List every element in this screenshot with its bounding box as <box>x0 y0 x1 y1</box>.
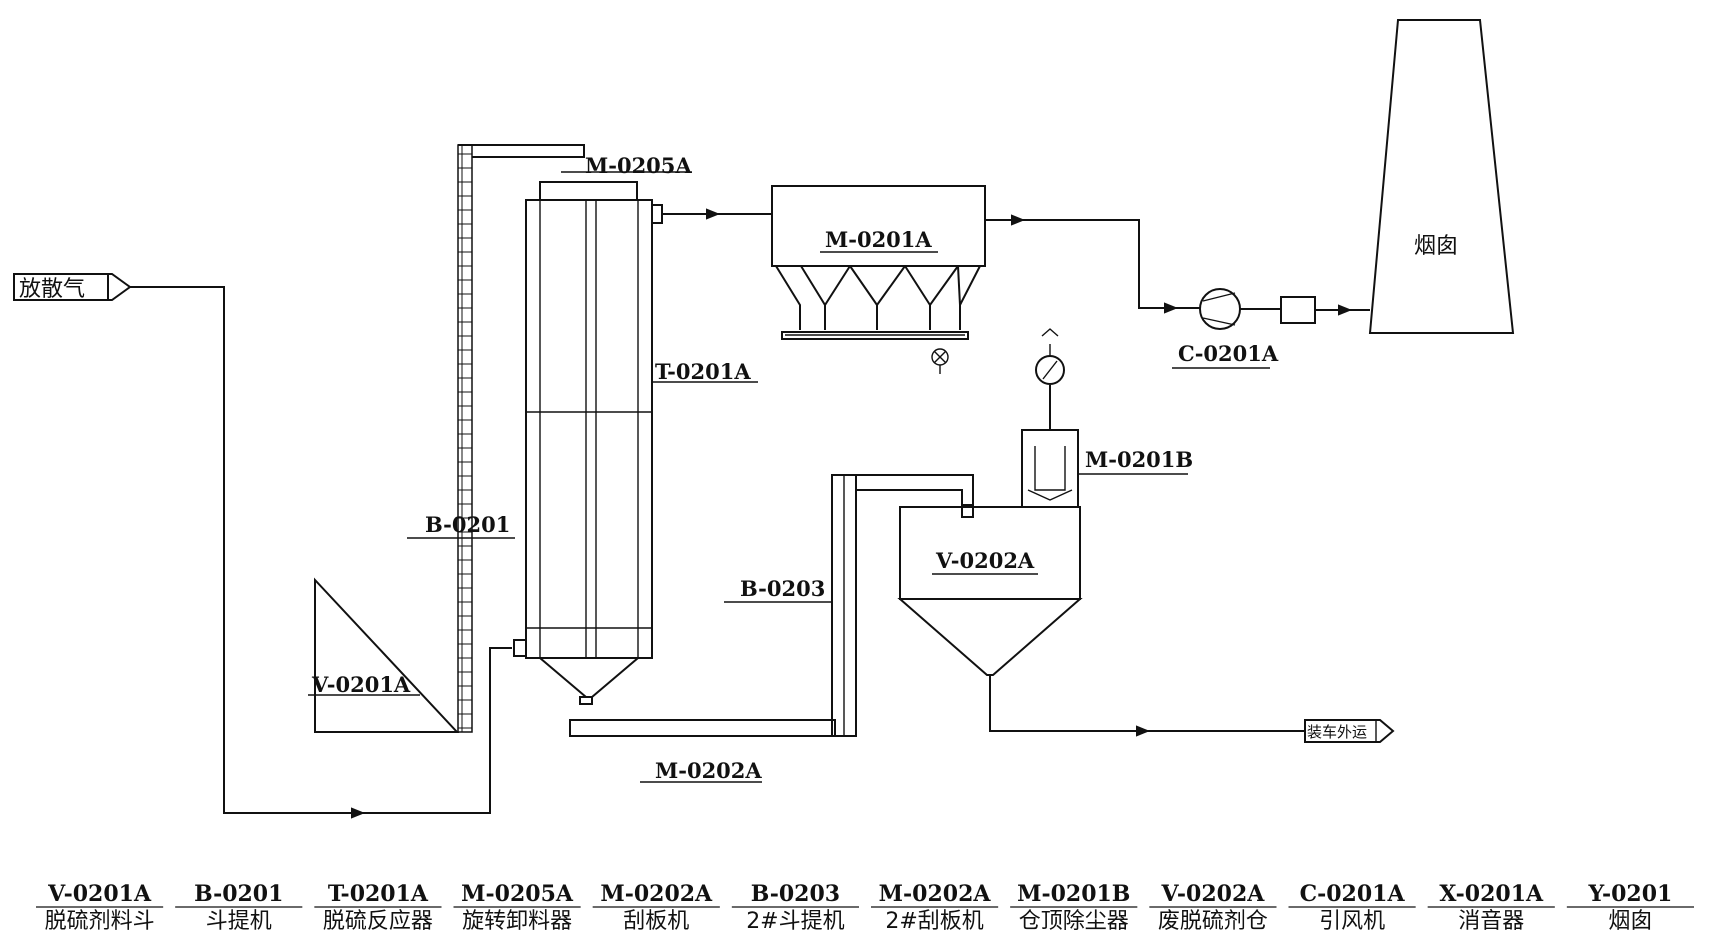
legend-code: V-0201A <box>47 881 152 907</box>
chimney-y0201: 烟囱 <box>1368 19 1515 334</box>
legend-name: 引风机 <box>1319 909 1385 934</box>
legend-name: 脱硫剂料斗 <box>45 909 155 934</box>
vent-gas-source: 放散气 <box>13 273 132 302</box>
filter-outlet-pipe <box>985 214 1200 314</box>
scraper-m0202a: M-0202A <box>569 719 836 783</box>
legend-name: 废脱硫剂仓 <box>1158 909 1268 934</box>
legend-name: 旋转卸料器 <box>462 909 572 934</box>
roof-dust-collector-m0201b: M-0201B <box>1021 328 1193 508</box>
legend-code: Y-0201 <box>1587 881 1672 907</box>
elevator-b0203-tag: B-0203 <box>740 576 825 601</box>
rotary-feeder-tag: M-0205A <box>585 153 692 178</box>
reactor-tag: T-0201A <box>655 359 751 384</box>
legend-name: 斗提机 <box>206 909 272 934</box>
truck-out-label: 装车外运 <box>1307 723 1367 741</box>
roof-dust-tag: M-0201B <box>1085 447 1193 472</box>
chimney-label: 烟囱 <box>1414 234 1458 259</box>
legend-code: C-0201A <box>1300 881 1406 907</box>
induced-fan-c0201a: C-0201A <box>1172 288 1279 369</box>
waste-bin-v0202a: V-0202A <box>897 506 1305 737</box>
legend-name: 2#斗提机 <box>746 909 844 934</box>
legend-name: 仓顶除尘器 <box>1019 909 1129 934</box>
legend-code: M-0202A <box>600 881 713 907</box>
elevator-b0201-label: B-0201 <box>407 512 515 539</box>
legend-code: B-0203 <box>751 881 840 907</box>
rotary-feeder-m0205a: M-0205A <box>561 153 692 178</box>
legend-name: 脱硫反应器 <box>323 909 433 934</box>
legend-name: 消音器 <box>1458 909 1524 934</box>
scraper-tag: M-0202A <box>655 758 762 783</box>
legend-code: M-0202A <box>879 881 992 907</box>
reactor-t0201a: T-0201A <box>513 181 758 705</box>
legend-name: 烟囱 <box>1608 909 1652 934</box>
legend-code: T-0201A <box>328 881 429 907</box>
vent-gas-pipe <box>130 286 512 819</box>
bag-filter-tag: M-0201A <box>825 227 932 252</box>
bag-filter-m0201a: M-0201A <box>771 185 986 374</box>
hopper-tag: V-0201A <box>311 672 411 697</box>
legend-code: B-0201 <box>194 881 283 907</box>
equipment-legend: V-0201A脱硫剂料斗B-0201斗提机T-0201A脱硫反应器M-0205A… <box>36 881 1694 934</box>
bucket-elevator-b0203: B-0203 <box>724 474 974 737</box>
legend-name: 2#刮板机 <box>885 909 983 934</box>
vent-gas-label: 放散气 <box>19 277 85 302</box>
waste-bin-tag: V-0202A <box>935 548 1035 573</box>
elevator-b0201-tag: B-0201 <box>425 512 510 537</box>
truck-out-terminal: 装车外运 <box>1304 719 1395 743</box>
bucket-elevator-b0201 <box>457 144 585 733</box>
legend-code: X-0201A <box>1439 881 1544 907</box>
legend-code: M-0201B <box>1017 881 1130 907</box>
silencer-x0201a <box>1280 296 1316 324</box>
fan-tag: C-0201A <box>1178 341 1279 366</box>
legend-code: V-0202A <box>1160 881 1265 907</box>
legend-name: 刮板机 <box>623 909 689 934</box>
legend-code: M-0205A <box>461 881 574 907</box>
hopper-v0201a: V-0201A <box>308 577 460 733</box>
